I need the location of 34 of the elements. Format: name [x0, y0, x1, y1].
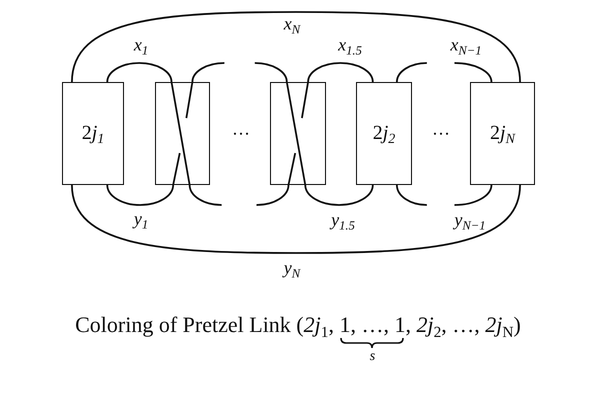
arc-label: x$_{1}$ [134, 34, 148, 56]
arc-label: x$_{N}$ [284, 14, 300, 34]
crossing-box [155, 82, 210, 185]
arc-label: y$_{1}$ [134, 208, 148, 230]
arc-label: y$_{1.5}$ [331, 210, 355, 230]
brace-label: s [370, 349, 376, 364]
crossing-box [270, 82, 326, 185]
arc-label: y$_{N}$ [284, 258, 300, 278]
strand-arc [454, 62, 492, 82]
twist-count: 2j$_{N}$ [490, 122, 515, 145]
strand-arc [188, 184, 222, 206]
twist-count: 2j$_{2}$ [372, 122, 396, 145]
strand-arc [396, 62, 427, 82]
caption: Coloring of Pretzel Link (2j$_{1}$, 1, …, 1, 2j$_{2}$, …, 2j$_{N}$) [75, 312, 521, 338]
strand-arc [307, 62, 374, 82]
strand-arc [106, 62, 172, 82]
strand-arc [304, 184, 374, 206]
strand-arc [396, 184, 427, 206]
tangle-box [62, 82, 124, 185]
strand-arc [454, 184, 492, 206]
ellipsis: … [432, 118, 450, 140]
tangle-box [356, 82, 412, 185]
arc-label: x$_{N−1}$ [450, 34, 482, 56]
strand-arc [192, 62, 224, 82]
strand-arc [256, 184, 290, 206]
twist-count: 2j$_{1}$ [82, 122, 104, 145]
strand-arc [254, 62, 288, 82]
strand-arc [106, 184, 174, 206]
ellipsis: … [232, 118, 250, 140]
strand-arc [71, 11, 521, 82]
strand-arc [71, 184, 521, 254]
tangle-box [470, 82, 535, 185]
arc-label: x$_{1.5}$ [338, 34, 362, 56]
arc-label: y$_{N−1}$ [454, 210, 486, 230]
